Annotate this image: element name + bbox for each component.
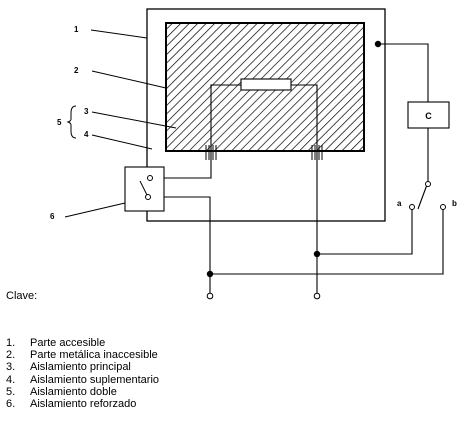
legend-item: 2. Parte metálica inaccesible	[6, 349, 159, 361]
legend-number: 3.	[6, 361, 16, 374]
legend-number: 6.	[6, 398, 16, 411]
legend-list: 1. Parte accesible 2. Parte metálica inacc…	[6, 337, 159, 410]
accessible-part-enclosure	[146, 8, 386, 222]
callout-lines	[64, 29, 177, 218]
callout-2: 2	[74, 66, 79, 75]
legend-item: 3. Aislamiento principal	[6, 361, 159, 373]
legend-number: 1.	[6, 337, 16, 349]
legend-text: Parte metálica inaccesible	[30, 349, 158, 362]
switch-a-label: a	[397, 199, 402, 208]
feedthrough-marks	[205, 145, 323, 160]
callout-5: 5	[57, 118, 62, 127]
junction-dot	[313, 250, 321, 258]
box-c	[407, 101, 450, 129]
legend-text: Aislamiento doble	[30, 385, 117, 398]
inaccessible-metal-part	[165, 22, 365, 152]
junction-dot	[206, 270, 214, 278]
internal-circuit	[210, 84, 318, 160]
switch-contact-bottom	[145, 194, 151, 200]
junction-dot	[374, 40, 382, 48]
callout-1: 1	[74, 25, 79, 34]
legend-item: 5. Aislamiento doble	[6, 386, 159, 398]
switch-a-terminal-top	[425, 181, 431, 187]
supply-terminal-left	[206, 292, 214, 300]
callout-4: 4	[84, 130, 89, 139]
legend-text: Aislamiento principal	[30, 361, 131, 374]
legend-number: 5.	[6, 385, 16, 398]
callout-3: 3	[84, 107, 89, 116]
switch-b-terminal	[440, 204, 446, 210]
legend-text: Aislamiento suplementario	[30, 373, 160, 386]
callout-6: 6	[50, 212, 55, 221]
switch-a-terminal	[409, 204, 415, 210]
resistor	[240, 78, 292, 91]
legend-item: 4. Aislamiento suplementario	[6, 374, 159, 386]
legend-number: 2.	[6, 349, 16, 362]
legend-item: 1. Parte accesible	[6, 337, 159, 349]
switch-b-label: b	[452, 199, 457, 208]
supply-terminal-right	[313, 292, 321, 300]
legend-number: 4.	[6, 373, 16, 386]
supply-wiring	[148, 43, 444, 293]
legend-text: Aislamiento reforzado	[30, 398, 137, 411]
switch-contact-top	[147, 175, 153, 181]
legend-text: Parte accesible	[30, 337, 106, 349]
legend-caption: Clave:	[6, 290, 38, 302]
insulation-diagram: C a b 1 2 3 4 5 6	[50, 8, 457, 300]
box-c-label: C	[425, 111, 432, 121]
legend-item: 6. Aislamiento reforzado	[6, 398, 159, 410]
